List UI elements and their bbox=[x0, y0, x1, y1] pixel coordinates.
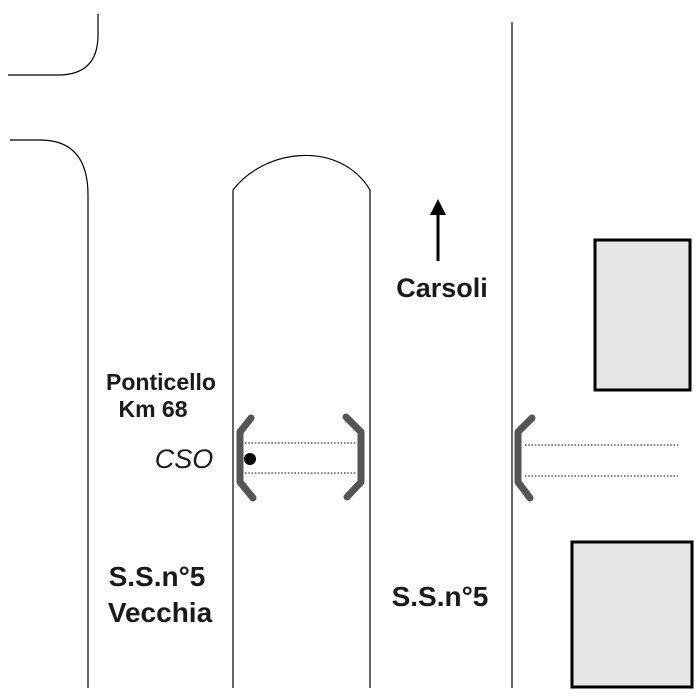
bridge-km-label: Km 68 bbox=[118, 396, 187, 422]
culvert-bracket-right bbox=[514, 414, 536, 502]
cso-label: CSO bbox=[155, 444, 214, 474]
culvert-bracket-left bbox=[236, 414, 257, 502]
old-road-label-line2: Vecchia bbox=[108, 597, 213, 628]
bridge-name-label: Ponticello bbox=[106, 369, 216, 395]
dot-icon bbox=[244, 453, 256, 465]
old-road-strip-edge bbox=[232, 154, 371, 688]
arrow-up-icon bbox=[430, 199, 446, 261]
building-upper-right bbox=[593, 238, 692, 392]
direction-label: Carsoli bbox=[396, 273, 488, 303]
new-road-label: S.S.n°5 bbox=[392, 581, 489, 612]
old-road-label-line1: S.S.n°5 bbox=[109, 561, 206, 592]
building-lower-right bbox=[570, 540, 694, 689]
road-edge-top-left-lower bbox=[10, 139, 89, 688]
road-edge-top-left-upper bbox=[8, 14, 99, 76]
culvert-bracket-middle bbox=[342, 413, 365, 501]
